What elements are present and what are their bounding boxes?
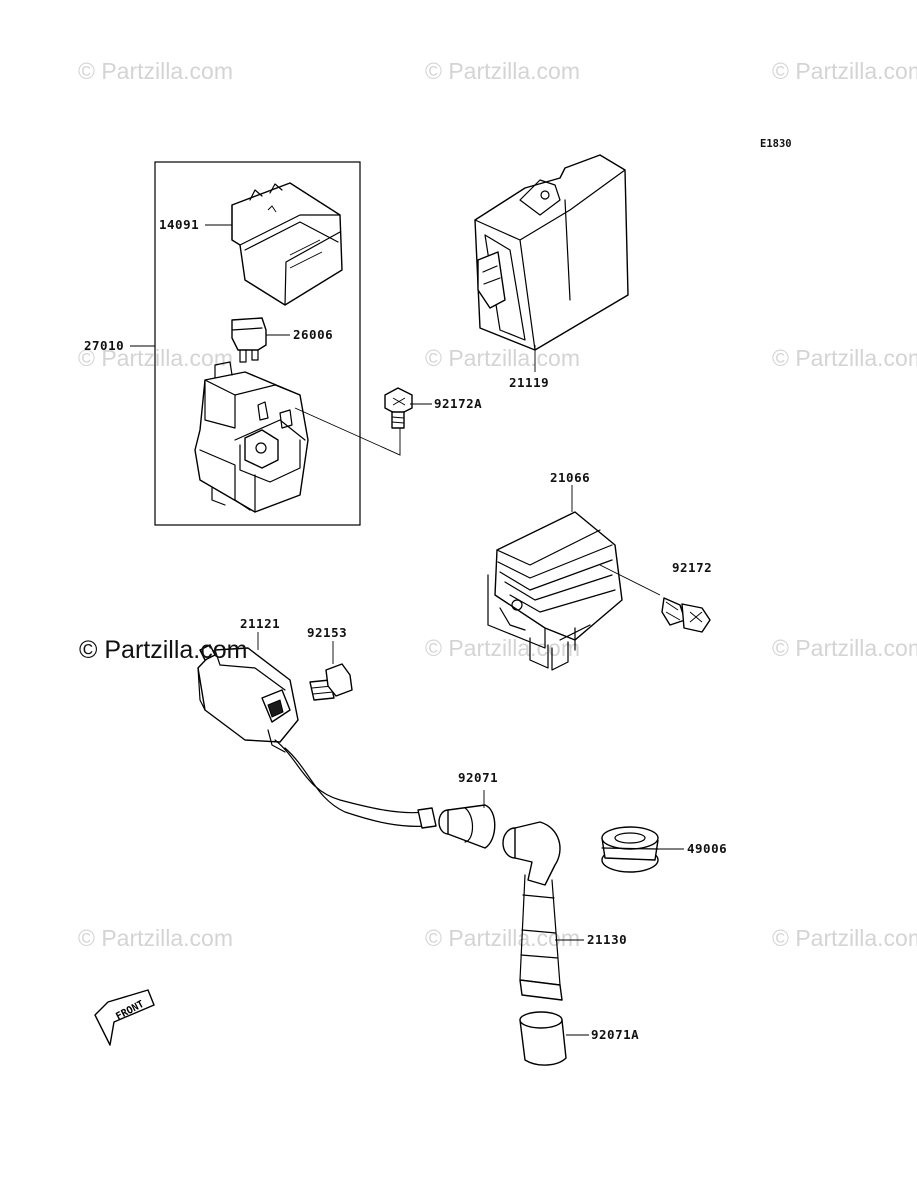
part-label-92071A[interactable]: 92071A — [591, 1027, 640, 1042]
part-label-92172A[interactable]: 92172A — [434, 396, 483, 411]
relay-27010-drawing — [194, 361, 309, 513]
diagram-code: E1830 — [760, 138, 792, 150]
watermark: © Partzilla.com — [425, 345, 580, 371]
cover-14091-drawing — [231, 182, 343, 306]
bolt-92172A-drawing — [384, 387, 413, 429]
part-label-14091[interactable]: 14091 — [159, 217, 200, 232]
bolt-92153-drawing — [309, 663, 353, 701]
part-label-92172[interactable]: 92172 — [672, 560, 713, 575]
part-label-21119[interactable]: 21119 — [509, 375, 550, 390]
watermark: © Partzilla.com — [78, 925, 233, 951]
watermark: © Partzilla.com — [772, 345, 917, 371]
part-label-21066[interactable]: 21066 — [550, 470, 591, 485]
part-label-26006[interactable]: 26006 — [293, 327, 334, 342]
leader-line — [294, 407, 401, 456]
ignition-coil-21121-drawing — [197, 644, 299, 753]
grommet-49006-drawing — [601, 826, 659, 873]
watermark: © Partzilla.com — [772, 635, 917, 661]
leader-line — [599, 564, 661, 596]
part-label-21121[interactable]: 21121 — [240, 616, 281, 631]
cdi-unit-21119-drawing — [474, 154, 629, 351]
watermark-main: © Partzilla.com — [79, 636, 248, 664]
watermark: © Partzilla.com — [425, 635, 580, 661]
watermark: © Partzilla.com — [772, 58, 917, 84]
part-label-92071[interactable]: 92071 — [458, 770, 499, 785]
plug-cap-21130-drawing — [502, 821, 563, 1001]
regulator-21066-drawing — [487, 511, 623, 671]
part-label-49006[interactable]: 49006 — [687, 841, 728, 856]
watermark: © Partzilla.com — [425, 58, 580, 84]
front-arrow: FRONT — [94, 989, 155, 1046]
cap-92071-drawing — [438, 804, 496, 849]
watermark: © Partzilla.com — [425, 925, 580, 951]
group-box-27010 — [154, 161, 361, 526]
part-label-21130[interactable]: 21130 — [587, 932, 628, 947]
bolt-92172-drawing — [661, 597, 711, 633]
coil-cable — [274, 739, 426, 814]
fuse-26006-drawing — [231, 317, 267, 363]
watermark: © Partzilla.com — [772, 925, 917, 951]
rubber-cap-92071A-drawing — [519, 1011, 567, 1066]
part-label-92153[interactable]: 92153 — [307, 625, 348, 640]
watermark: © Partzilla.com — [78, 58, 233, 84]
part-label-27010[interactable]: 27010 — [84, 338, 125, 353]
